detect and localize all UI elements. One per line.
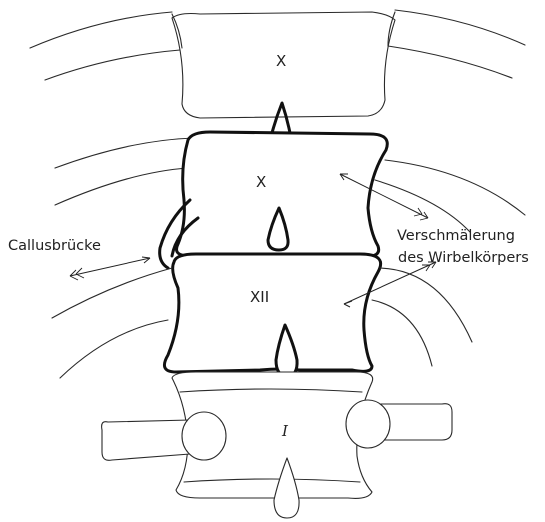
- label-callus: Callusbrücke: [8, 238, 101, 254]
- numeral-lumbar: I: [281, 422, 289, 440]
- rib-top-left-upper: [30, 12, 172, 48]
- transverse-process-left: [102, 420, 190, 460]
- rib-mid-right-2: [375, 180, 470, 232]
- rib-top-left-lower: [45, 50, 180, 80]
- rib-low-right-1: [380, 268, 472, 342]
- numeral-top: X: [276, 52, 286, 70]
- label-narrowing-2: des Wirbelkörpers: [398, 250, 529, 266]
- vertebra-top-left-cap: [172, 14, 182, 48]
- transverse-process-left-head: [182, 412, 226, 460]
- rib-low-left-2: [60, 320, 168, 378]
- label-narrowing-1: Verschmälerung: [397, 228, 515, 244]
- rib-mid-left-2: [55, 168, 188, 205]
- vertebra-xii-body: [164, 254, 380, 372]
- arrow-callus: [70, 257, 150, 280]
- rib-low-right-2: [372, 300, 432, 366]
- rib-mid-left-1: [55, 138, 195, 168]
- rib-top-right-lower: [388, 46, 512, 78]
- numeral-x: X: [256, 173, 266, 191]
- transverse-process-right-head: [346, 400, 390, 448]
- rib-top-right-upper: [395, 10, 525, 45]
- numeral-xii: XII: [250, 288, 269, 306]
